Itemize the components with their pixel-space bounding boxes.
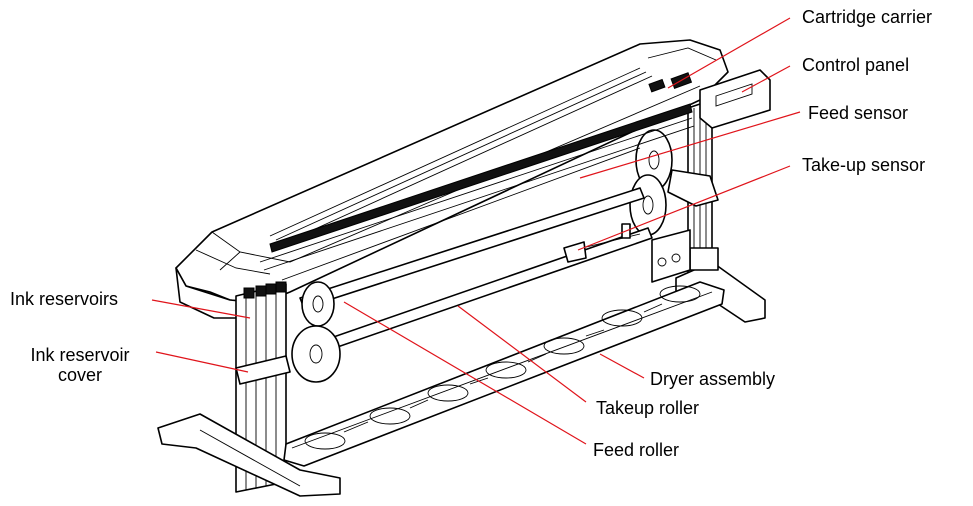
label-feed-roller: Feed roller <box>593 440 680 460</box>
leader-feed-roller <box>343 301 587 445</box>
leader-feed-sensor <box>579 111 801 179</box>
label-feed-sensor: Feed sensor <box>808 103 909 123</box>
leader-takeup-roller <box>457 305 587 403</box>
label-dryer-assembly: Dryer assembly <box>650 369 776 389</box>
label-ink-reservoir-cover-line1: Ink reservoir <box>30 345 130 365</box>
leader-ink-reservoirs <box>151 299 251 319</box>
printer-body <box>175 39 771 319</box>
label-ink-reservoirs: Ink reservoirs <box>10 289 119 309</box>
label-cartridge-carrier: Cartridge carrier <box>802 7 933 27</box>
leader-dryer-assembly <box>599 353 645 379</box>
leader-lines <box>151 17 801 445</box>
leader-ink-reservoir-cover <box>155 351 249 373</box>
label-take-up-sensor: Take-up sensor <box>802 155 926 175</box>
label-ink-reservoir-cover-line2: cover <box>57 365 102 385</box>
label-ink-reservoir-cover: Ink reservoir cover <box>20 345 140 385</box>
left-stand <box>157 281 341 497</box>
leader-cartridge-carrier <box>667 17 791 89</box>
label-control-panel: Control panel <box>802 55 910 75</box>
label-takeup-roller: Takeup roller <box>596 398 700 418</box>
leader-take-up-sensor <box>577 165 791 251</box>
left-spools <box>291 281 341 383</box>
leader-control-panel <box>741 65 791 93</box>
right-stand <box>651 99 766 323</box>
